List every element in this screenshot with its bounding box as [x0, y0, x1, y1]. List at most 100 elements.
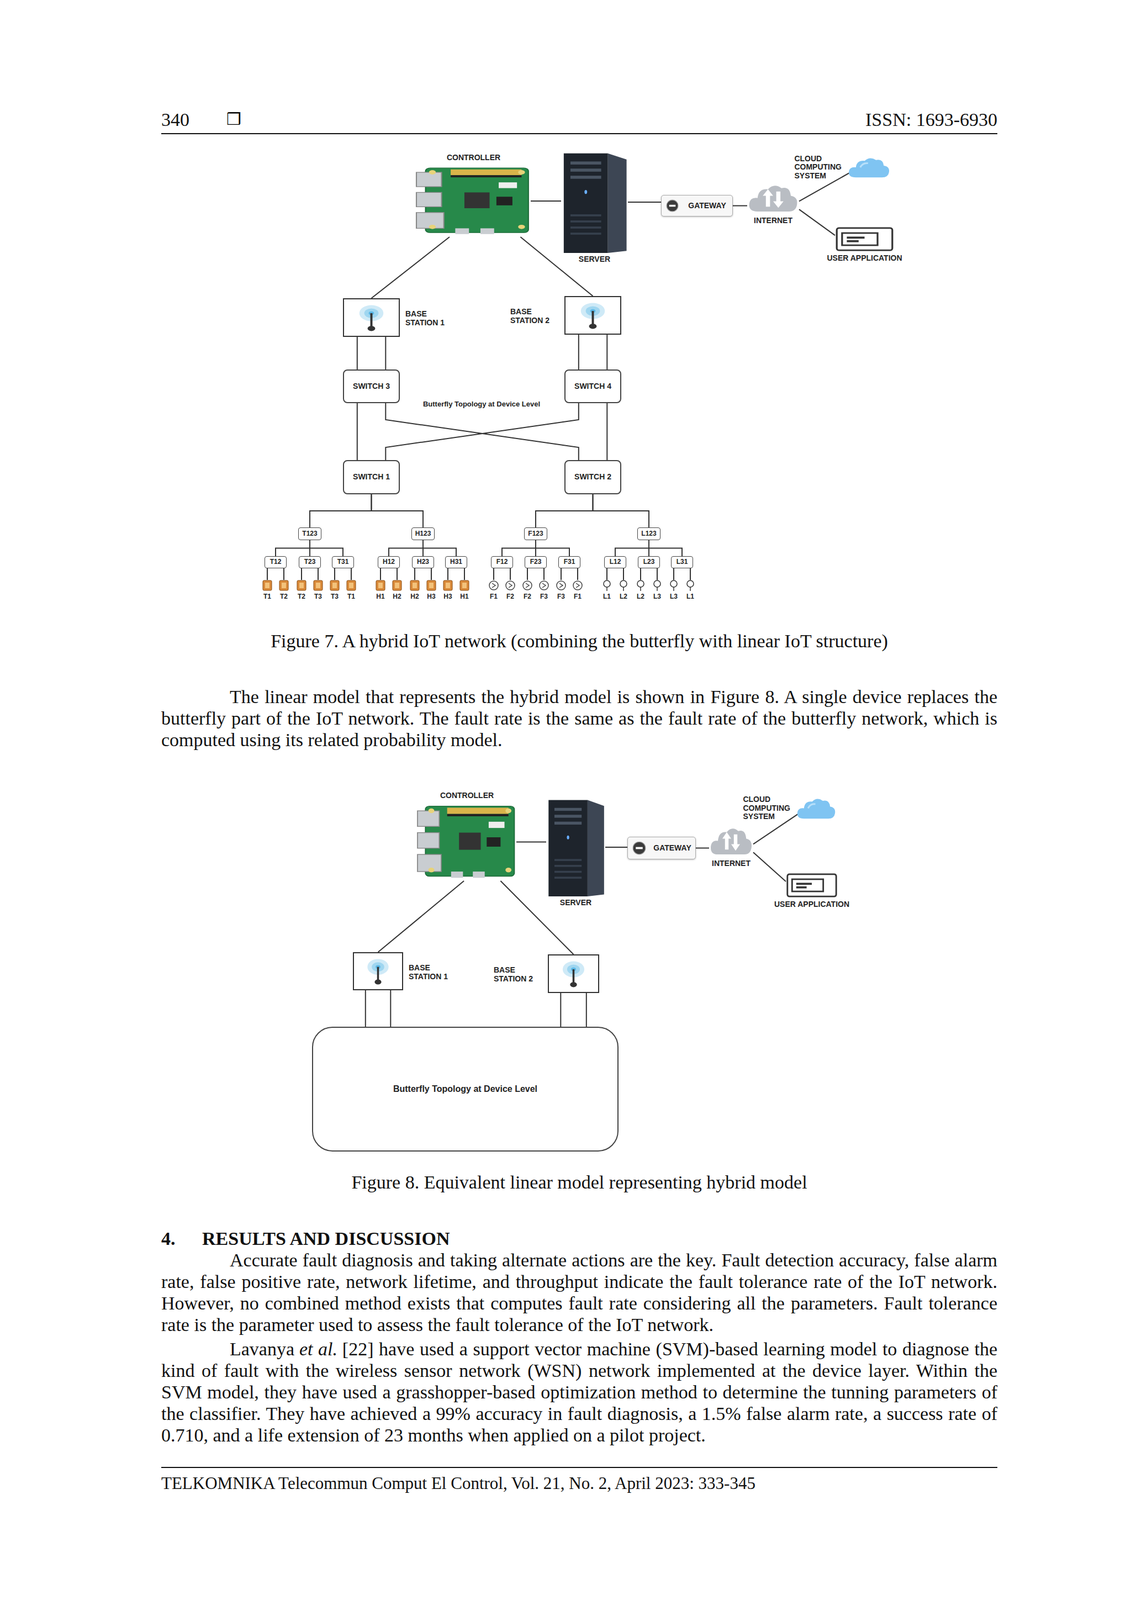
icon-part	[279, 580, 289, 591]
connector-line	[283, 568, 285, 580]
icon-part	[508, 583, 512, 588]
group-box: L123	[637, 527, 661, 541]
light-device: L3	[652, 579, 663, 591]
icon-part	[559, 583, 563, 588]
icon-part	[606, 587, 608, 591]
group-box: H12	[377, 556, 400, 569]
node-label: F23	[530, 558, 542, 566]
connector-line	[385, 403, 579, 461]
group-box: F123	[524, 527, 548, 541]
light-device: L2	[618, 579, 629, 591]
fan-device: F3	[556, 579, 567, 591]
group-box: L23	[637, 556, 660, 569]
icon-part	[447, 814, 509, 817]
node-label: T12	[270, 558, 282, 566]
icon-part	[496, 196, 513, 206]
icon-part	[570, 175, 602, 179]
gateway-icon	[632, 841, 647, 855]
icon-part	[265, 582, 270, 589]
icon-part	[589, 323, 597, 329]
connector-line	[559, 992, 562, 1027]
connector-line	[309, 494, 372, 528]
fan-device-icon	[488, 579, 499, 591]
switch-box: SWITCH 4	[564, 369, 622, 404]
icon-part	[498, 182, 517, 188]
connector-line	[585, 992, 588, 1027]
light-device: L3	[668, 579, 679, 591]
sensor-device-icon	[296, 579, 307, 591]
body-paragraph: Lavanyaet al.[22] have used a support ve…	[161, 1338, 998, 1446]
icon-part	[762, 189, 774, 207]
icon-part	[569, 981, 577, 987]
node-label: L31	[676, 558, 689, 566]
node-label: H12	[382, 558, 395, 566]
connector-line	[535, 494, 594, 528]
icon-part	[836, 228, 893, 251]
icon-part	[554, 870, 582, 874]
node-label: BASE STATION 1	[408, 963, 459, 981]
base-station: BASE STATION 1	[342, 298, 400, 337]
node-label: CONTROLLER	[440, 791, 494, 801]
connector-line	[266, 568, 268, 580]
connector-line	[388, 540, 424, 557]
sensor-device: T3	[329, 579, 340, 591]
icon-part	[518, 170, 525, 175]
connector-line	[334, 568, 336, 580]
icon-part	[787, 874, 837, 897]
connector-line	[689, 568, 691, 580]
icon-part	[749, 185, 798, 212]
node-label: USER APPLICATION	[774, 900, 850, 909]
base-station-icon	[548, 955, 599, 992]
light-device-icon	[668, 579, 679, 591]
topology-box: Butterfly Topology at Device Level	[312, 1026, 619, 1152]
icon-part	[592, 310, 595, 326]
controller-board: CONTROLLER	[416, 165, 531, 237]
connector-line	[389, 990, 391, 1027]
icon-part	[731, 834, 741, 852]
node-label: INTERNET	[711, 859, 751, 869]
fan-device-icon	[538, 579, 549, 591]
group-box: L12	[604, 556, 627, 569]
icon-part	[570, 232, 602, 235]
topology-label: Butterfly Topology at Device Level	[423, 399, 541, 409]
node-label: F3	[540, 593, 548, 601]
connector-line	[526, 568, 528, 580]
sensor-device-icon	[426, 579, 437, 591]
icon-part	[797, 799, 835, 819]
group-box: H23	[411, 556, 435, 569]
app-window: USER APPLICATION	[785, 872, 838, 898]
sensor-device-icon	[459, 579, 470, 591]
icon-part	[346, 580, 356, 591]
icon-part	[860, 162, 869, 168]
cloud-system: CLOUD COMPUTING SYSTEM	[847, 155, 891, 180]
icon-part	[622, 587, 625, 591]
sensor-device: H2	[409, 579, 420, 591]
node-label: H2	[410, 593, 419, 601]
icon-part	[505, 580, 515, 590]
icon-part	[635, 847, 643, 850]
group-box: F31	[558, 556, 581, 569]
connector-line	[605, 846, 628, 848]
icon-part	[417, 832, 440, 849]
controller-board-icon	[416, 165, 531, 237]
fan-device: F2	[505, 579, 516, 591]
internet-cloud: INTERNET	[747, 181, 800, 215]
icon-part	[603, 580, 611, 588]
icon-part	[542, 583, 546, 588]
gateway-icon	[666, 199, 679, 213]
server-tower: SERVER	[561, 151, 628, 253]
icon-part	[656, 587, 658, 591]
connector-line	[656, 568, 658, 580]
server-tower-icon	[561, 151, 628, 253]
node-label: F1	[573, 593, 582, 601]
node-label: T123	[302, 530, 317, 538]
fan-device-icon	[556, 579, 567, 591]
switch-box: SWITCH 3	[342, 369, 400, 404]
node-label: GATEWAY	[653, 843, 691, 853]
icon-part	[566, 835, 569, 840]
internet-cloud-icon	[747, 181, 800, 215]
icon-part	[428, 867, 435, 872]
switch-box: SWITCH 2	[564, 460, 622, 495]
icon-part	[394, 582, 400, 589]
sensor-device-icon	[442, 579, 453, 591]
